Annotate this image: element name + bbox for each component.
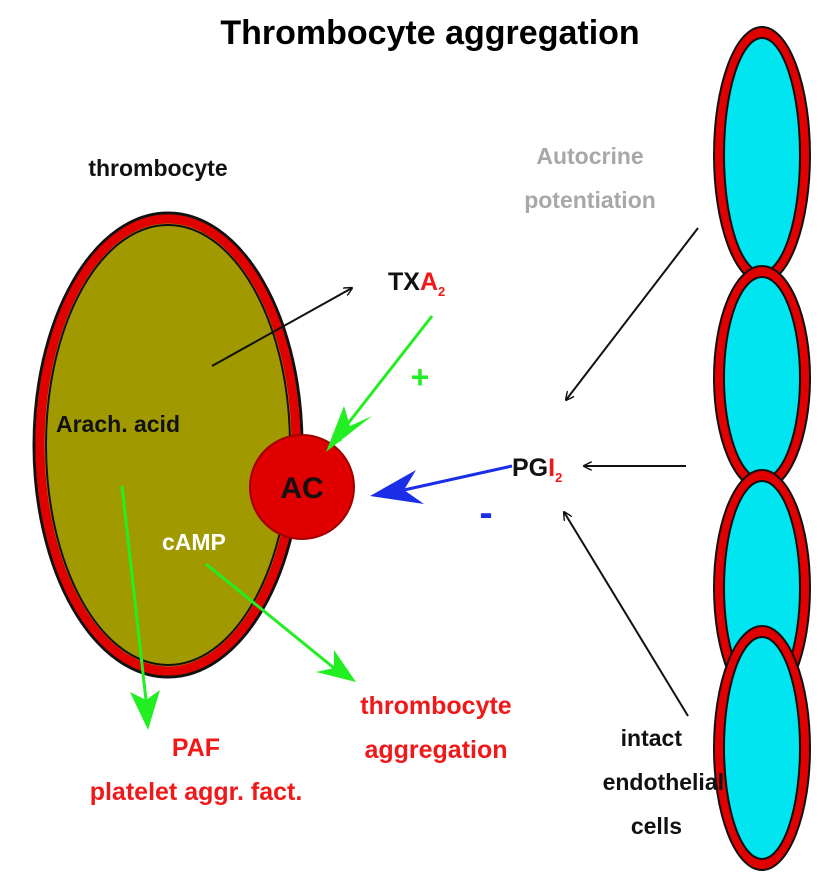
arrow-intact-to-pgi2 <box>564 512 688 716</box>
plus-sign: + <box>411 359 430 395</box>
arrow-pgi2-to-ac <box>404 466 512 490</box>
camp-label: cAMP <box>162 529 226 555</box>
ac-label: AC <box>280 472 323 505</box>
minus-sign: - <box>479 491 492 535</box>
pgi2-label: PGI2 <box>512 454 562 485</box>
aggregation-label-line2: aggregation <box>364 736 507 764</box>
arrowhead-txa2-stimulates-ac <box>326 406 372 452</box>
txa2-label: TXA2 <box>388 268 445 299</box>
paf-label-line2: platelet aggr. fact. <box>90 778 303 806</box>
endothelial-cell <box>714 626 810 870</box>
arach-acid-label: Arach. acid <box>56 411 180 437</box>
arrow-autocrine-to-pgi2 <box>566 228 698 400</box>
arrowhead-camp-to-aggregation <box>316 650 356 682</box>
paf-label-line1: PAF <box>172 734 220 762</box>
thrombocyte-label: thrombocyte <box>88 155 227 181</box>
endothelial-cell <box>714 266 810 490</box>
endothelial-label-line2: endothelial <box>603 769 724 795</box>
endothelial-cell <box>714 27 810 283</box>
autocrine-label-line2: potentiation <box>524 187 656 213</box>
endothelial-label-line1: intact <box>621 725 683 751</box>
diagram-title: Thrombocyte aggregation <box>220 14 639 52</box>
aggregation-label-line1: thrombocyte <box>360 692 512 720</box>
endothelial-label-line3: cells <box>631 813 682 839</box>
autocrine-label-line1: Autocrine <box>536 143 643 169</box>
endothelial-cells <box>714 27 810 870</box>
